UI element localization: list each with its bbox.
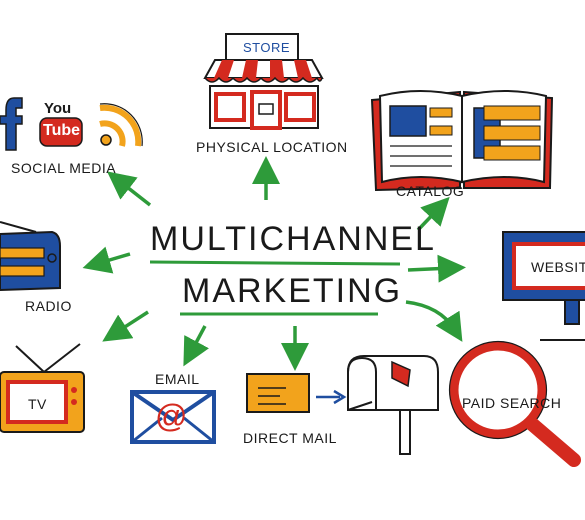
youtube-top-text: You [44, 100, 72, 117]
facebook-icon [0, 97, 23, 151]
tv-icon [0, 343, 85, 433]
arrow-tv [102, 310, 149, 342]
monitor-icon [502, 231, 585, 341]
label-website: WEBSITE [531, 259, 585, 275]
at-symbol: @ [155, 398, 188, 434]
mailbox-icon [347, 355, 439, 455]
arrow-website [407, 254, 466, 283]
store-sign-text: STORE [243, 40, 291, 55]
rss-icon [99, 103, 143, 147]
label-physical-location: PHYSICAL LOCATION [196, 139, 348, 155]
label-catalog: CATALOG [396, 183, 465, 199]
title-line-1: MULTICHANNEL [150, 220, 436, 258]
arrow-catalog [416, 196, 450, 232]
envelope-icon [130, 390, 216, 444]
store-icon [203, 33, 324, 130]
youtube-bottom-text: Tube [43, 122, 81, 139]
letter-icon [246, 373, 347, 413]
label-direct-mail: DIRECT MAIL [243, 430, 337, 446]
arrow-radio [82, 246, 131, 274]
label-email: EMAIL [155, 371, 200, 387]
arrow-paid-search [405, 300, 463, 342]
title-underline-1 [149, 260, 401, 266]
title-line-2: MARKETING [182, 272, 403, 310]
label-tv: TV [28, 396, 47, 412]
radio-icon [0, 221, 61, 292]
youtube-icon [39, 117, 83, 147]
arrow-social-media [106, 171, 152, 207]
catalog-icon [370, 90, 554, 192]
magnifier-icon [448, 340, 581, 467]
label-social-media: SOCIAL MEDIA [11, 160, 117, 176]
label-paid-search: PAID SEARCH [462, 395, 562, 411]
label-radio: RADIO [25, 298, 72, 314]
arrow-email [183, 325, 209, 367]
